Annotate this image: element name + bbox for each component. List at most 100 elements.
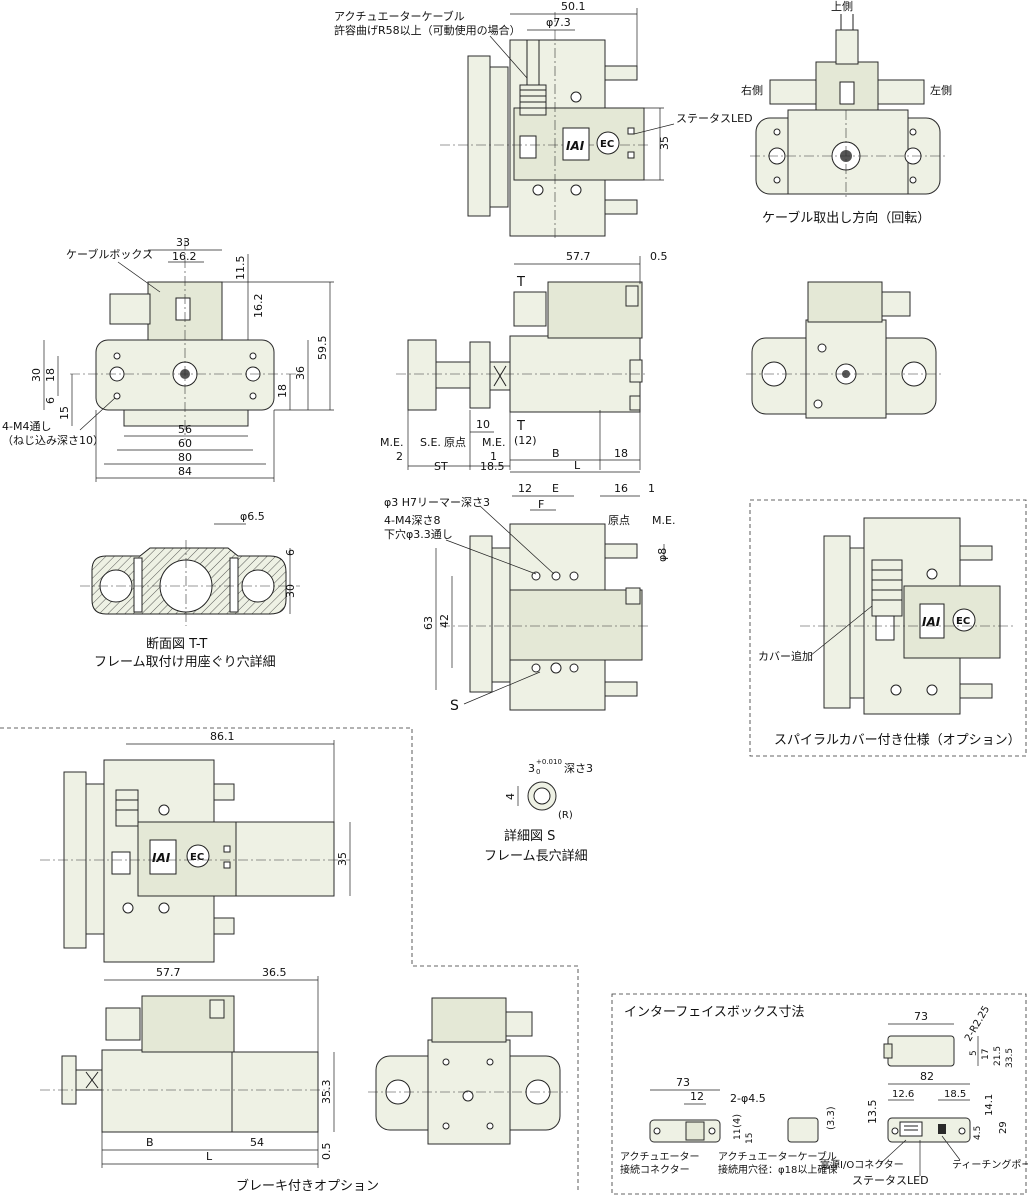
dim-18-right: 18 (276, 384, 289, 398)
section-view: φ6.5 6 30 断面図 T-T フレーム取付け用座ぐり穴詳細 (80, 510, 300, 670)
dim-18-side: 18 (614, 447, 628, 460)
if-dim-33-5: 33.5 (1005, 1048, 1015, 1068)
detail-s-depth: 深さ3 (564, 762, 593, 775)
interface-title: インターフェイスボックス寸法 (624, 1005, 804, 1020)
dim-35-brake: 35 (336, 852, 349, 866)
detail-s-r: (R) (558, 810, 573, 821)
cable-note-1: アクチュエーターケーブル (334, 9, 465, 23)
connector-icon (899, 1121, 923, 1137)
tap-note-bottom-2: 下穴φ3.3通し (384, 527, 453, 541)
if-dim-12-6: 12.6 (892, 1089, 914, 1100)
dim-st: ST (434, 460, 448, 473)
dim-0-5-side: 0.5 (650, 250, 668, 263)
dim-36-5: 36.5 (262, 966, 287, 979)
dim-b-brake: B (146, 1136, 154, 1149)
dim-36: 36 (294, 366, 307, 380)
cable-box-label: ケーブルボックス (66, 247, 153, 261)
if-dim-29: 29 (998, 1121, 1009, 1134)
svg-text:IAI: IAI (152, 851, 171, 865)
brake-caption: ブレーキ付きオプション (236, 1178, 379, 1194)
if-dim-13-5: 13.5 (866, 1100, 879, 1125)
dim-l-side: L (574, 459, 581, 472)
label-actuator-connector-1: アクチュエーター (620, 1151, 700, 1163)
dim-42: 42 (438, 614, 451, 628)
label-status-led: ステータスLED (852, 1174, 929, 1187)
dim-33: 33 (176, 236, 190, 249)
if-dim-2phi4-5: 2-φ4.5 (730, 1092, 766, 1105)
dim-10: 10 (476, 418, 490, 431)
cable-direction-view: 上側 右側 左側 ケーブル取出し方向（回転） (741, 0, 952, 226)
ec-logo: EC (596, 131, 620, 155)
cable-direction-caption: ケーブル取出し方向（回転） (762, 210, 930, 226)
dim-15: 15 (58, 406, 71, 420)
dim-1-bottom: 1 (648, 482, 655, 495)
if-dim-17: 17 (981, 1049, 991, 1060)
dir-right: 右側 (741, 83, 763, 97)
dim-6: 6 (44, 397, 57, 404)
dir-up: 上側 (831, 0, 853, 13)
detail-s-caption-2: フレーム長穴詳細 (484, 848, 588, 864)
me-left-label: M.E. (380, 436, 403, 449)
dim-63: 63 (422, 616, 435, 630)
if-dim-18-5: 18.5 (944, 1089, 966, 1100)
dim-f: F (538, 498, 544, 511)
detail-s: 3 +0.010 0 深さ3 4 (R) 詳細図 S フレーム長穴詳細 (484, 758, 593, 864)
section-caption-2: フレーム取付け用座ぐり穴詳細 (94, 654, 276, 670)
section-mark-t-bottom: T (516, 419, 525, 434)
detail-mark-s: S (450, 698, 459, 714)
if-dim-5: 5 (969, 1050, 979, 1056)
section-caption-1: 断面図 T-T (146, 637, 207, 652)
tap-note-bottom-1: 4-M4深さ8 (384, 514, 440, 527)
dim-b-side: B (552, 447, 560, 460)
dim-50-1: 50.1 (561, 0, 586, 13)
dim-60: 60 (178, 437, 192, 450)
dim-54: 54 (250, 1136, 264, 1149)
dim-35-top: 35 (658, 136, 671, 150)
dim-phi8: φ8 (656, 548, 669, 562)
dim-1-side: 1 (490, 450, 497, 463)
dim-35-3: 35.3 (320, 1080, 333, 1105)
dim-0-5-brake: 0.5 (320, 1143, 333, 1161)
status-led-label: ステータスLED (676, 112, 753, 125)
end-view (746, 281, 944, 419)
dim-18-5-side: 18.5 (480, 460, 505, 473)
dim-16-2-horizontal: 16.2 (172, 250, 197, 263)
spiral-caption: スパイラルカバー付き仕様（オプション） (774, 733, 1021, 748)
dim-phi6-5: φ6.5 (240, 510, 265, 523)
section-mark-t-top: T (516, 275, 525, 290)
top-view: IAI EC 50.1 φ7.3 アクチュエーターケーブル 許容曲げR58以上（… (334, 0, 753, 240)
if-dim-11: 11 (733, 1129, 743, 1140)
label-teaching-port: ティーチングポート (952, 1158, 1028, 1171)
if-dim-15: 15 (745, 1133, 755, 1144)
label-cable-hole-2: 接続用穴径：φ18以上確保 (718, 1163, 837, 1176)
if-dim-82: 82 (920, 1070, 934, 1083)
tap-note-1: 4-M4通し (2, 420, 51, 433)
interface-box: インターフェイスボックス寸法 73 2-R2.25 5 17 21.5 33.5… (611, 993, 1028, 1195)
dim-80: 80 (178, 451, 192, 464)
label-cable-hole-1: アクチュエーターケーブル (718, 1150, 837, 1163)
dir-left: 左側 (930, 84, 952, 97)
if-dim-73-front: 73 (676, 1076, 690, 1089)
dim-56: 56 (178, 423, 192, 436)
spiral-cover-view: IAI EC カバー追加 スパイラルカバー付き仕様（オプション） (749, 499, 1027, 757)
svg-text:EC: EC (600, 139, 614, 150)
label-power-io: 電源I/Oコネクター (820, 1158, 904, 1171)
if-dim-3-3: (3.3) (826, 1106, 837, 1130)
dim-phi7-3: φ7.3 (546, 16, 571, 29)
svg-text:EC: EC (956, 616, 970, 627)
dim-59-5: 59.5 (316, 336, 329, 361)
dim-57-7-side: 57.7 (566, 250, 591, 263)
if-dim-4-5: 4.5 (973, 1126, 983, 1140)
svg-text:EC: EC (190, 852, 204, 863)
brake-option: IAI EC 86.1 35 57.7 36.5 35.3 0.5 B (0, 727, 579, 1194)
cable-note-2: 許容曲げR58以上（可動使用の場合） (334, 23, 521, 37)
dim-30-left: 30 (30, 368, 43, 382)
if-dim-21-5: 21.5 (993, 1046, 1003, 1066)
dim-6-section: 6 (284, 549, 297, 556)
led-icon (627, 127, 635, 159)
dim-18-left: 18 (44, 368, 57, 382)
dim-16-bottom: 16 (614, 482, 628, 495)
dim-l-brake: L (206, 1150, 213, 1163)
cover-added-label: カバー追加 (758, 649, 813, 663)
